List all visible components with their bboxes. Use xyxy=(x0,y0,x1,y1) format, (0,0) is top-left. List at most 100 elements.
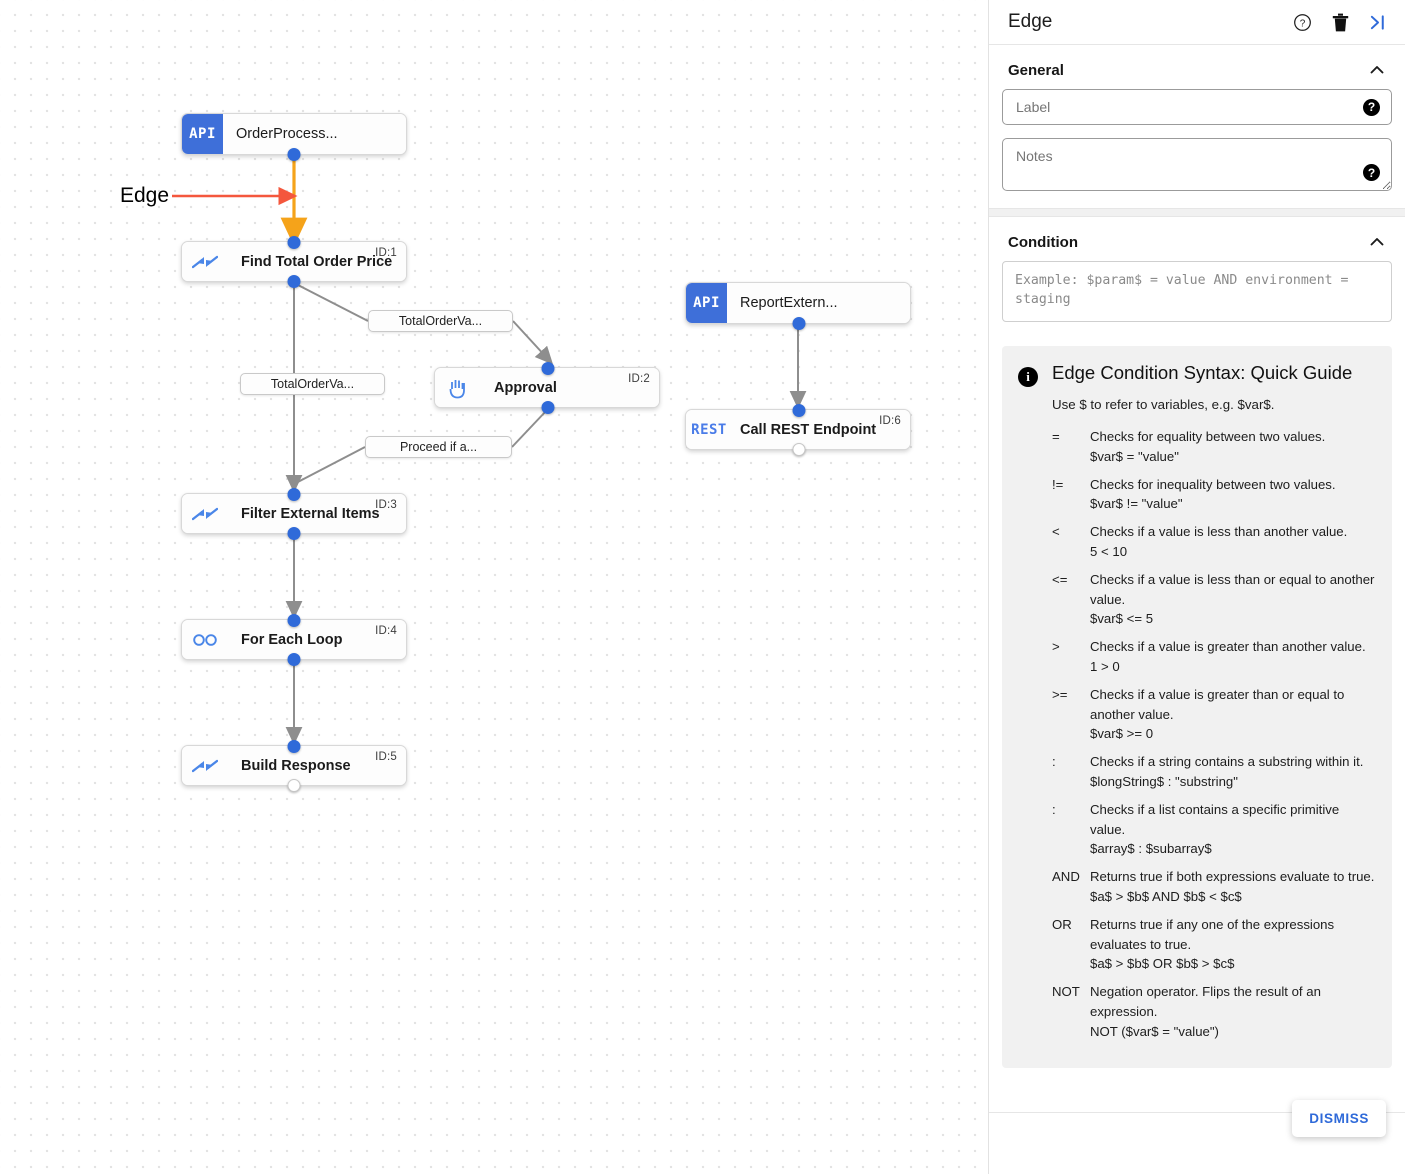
operator-example: 5 < 10 xyxy=(1090,543,1128,559)
operator-description: Checks for inequality between two values… xyxy=(1090,476,1336,492)
node-approval[interactable]: Approval ID:2 xyxy=(434,361,660,414)
label-input[interactable] xyxy=(1002,89,1392,125)
node-orderprocess[interactable]: API OrderProcess... xyxy=(181,113,407,161)
edge-id1-to-label-a xyxy=(293,282,369,322)
hand-icon xyxy=(435,368,481,407)
operator-example: $var$ != "value" xyxy=(1090,496,1183,512)
operator-description: Checks if a value is less than another v… xyxy=(1090,524,1348,540)
operator-symbol: AND xyxy=(1052,869,1080,885)
node-port-top[interactable] xyxy=(541,361,555,375)
panel-footer: DISMISS xyxy=(989,1100,1405,1174)
section-general-title: General xyxy=(1008,61,1064,79)
node-port-bottom[interactable] xyxy=(287,274,301,288)
operator-example: $longString$ : "substring" xyxy=(1090,773,1238,789)
node-port-bottom[interactable] xyxy=(287,147,301,161)
edge-approval-to-label-b xyxy=(511,409,548,448)
operator-description: Checks if a list contains a specific pri… xyxy=(1090,801,1340,837)
help-icon[interactable]: ? xyxy=(1293,13,1312,32)
edge-label[interactable]: TotalOrderVa... xyxy=(368,310,513,332)
condition-field-row xyxy=(989,261,1405,327)
edge-label[interactable]: Proceed if a... xyxy=(365,436,512,458)
merge-arrows-icon xyxy=(182,242,228,281)
operator-symbol: <= xyxy=(1052,571,1068,587)
operator-row: > Checks if a value is greater than anoth… xyxy=(1052,637,1376,677)
panel-body: General ? ? xyxy=(989,45,1405,1112)
operator-example: $var$ <= 5 xyxy=(1090,611,1154,627)
operator-symbol: > xyxy=(1052,639,1060,655)
node-port-top[interactable] xyxy=(287,613,301,627)
node-id: ID:1 xyxy=(375,247,397,259)
section-condition: Condition i Edge Condition Syntax: Quick… xyxy=(989,217,1405,1068)
node-id: ID:6 xyxy=(879,415,901,427)
operator-row: !=Checks for inequality between two valu… xyxy=(1052,475,1376,515)
delete-icon[interactable] xyxy=(1332,13,1349,32)
section-condition-header[interactable]: Condition xyxy=(989,217,1405,261)
edge-annotation-label: Edge xyxy=(120,184,170,207)
operator-example: $var$ = "value" xyxy=(1090,448,1179,464)
edges-layer xyxy=(172,157,807,745)
dismiss-button[interactable]: DISMISS xyxy=(1292,1100,1386,1137)
node-title: For Each Loop xyxy=(241,631,343,648)
operator-description: Checks if a value is greater than anothe… xyxy=(1090,639,1366,655)
chevron-up-icon[interactable] xyxy=(1368,233,1386,251)
operator-row: =Checks for equality between two values.… xyxy=(1052,427,1376,467)
node-find-total-order-price[interactable]: Find Total Order Price ID:1 xyxy=(181,235,407,288)
node-reportexternal[interactable]: API ReportExtern... xyxy=(685,282,911,330)
api-badge: API xyxy=(182,114,223,154)
node-port-top[interactable] xyxy=(287,487,301,501)
notes-field-row: ? xyxy=(989,138,1405,208)
node-port-bottom[interactable] xyxy=(792,442,806,456)
operator-row: >=Checks if a value is greater than or e… xyxy=(1052,685,1376,744)
node-id: ID:2 xyxy=(628,373,650,385)
operator-description: Negation operator. Flips the result of a… xyxy=(1090,984,1321,1019)
operator-example: 1 > 0 xyxy=(1090,658,1120,674)
node-port-bottom[interactable] xyxy=(541,400,555,414)
node-build-response[interactable]: Build Response ID:5 xyxy=(181,739,407,792)
help-icon[interactable]: ? xyxy=(1363,164,1380,181)
operator-example: NOT ($var$ = "value") xyxy=(1090,1023,1219,1039)
operator-row: :Checks if a string contains a substring… xyxy=(1052,752,1376,792)
node-title: ReportExtern... xyxy=(740,295,838,311)
condition-input[interactable] xyxy=(1002,261,1392,322)
node-port-top[interactable] xyxy=(287,235,301,249)
info-icon: i xyxy=(1018,367,1038,387)
node-id: ID:4 xyxy=(375,625,397,637)
node-call-rest-endpoint[interactable]: REST Call REST Endpoint ID:6 xyxy=(685,403,911,456)
section-general-header[interactable]: General xyxy=(989,45,1405,89)
edge-label[interactable]: TotalOrderVa... xyxy=(240,373,385,395)
operator-symbol: = xyxy=(1052,429,1060,444)
node-title: Call REST Endpoint xyxy=(740,421,877,438)
operator-example: $a$ > $b$ AND $b$ < $c$ xyxy=(1090,888,1242,904)
rest-badge: REST xyxy=(691,421,727,438)
operator-symbol: : xyxy=(1052,801,1056,817)
node-port-bottom[interactable] xyxy=(287,526,301,540)
operator-symbol: : xyxy=(1052,754,1056,770)
merge-arrows-icon xyxy=(182,746,228,785)
operator-list: =Checks for equality between two values.… xyxy=(1052,427,1376,1042)
workflow-canvas[interactable]: Edge API OrderProcess... xyxy=(0,0,988,1174)
chevron-up-icon[interactable] xyxy=(1368,61,1386,79)
node-port-bottom[interactable] xyxy=(792,316,806,330)
section-condition-title: Condition xyxy=(1008,233,1078,251)
node-port-top[interactable] xyxy=(287,739,301,753)
svg-text:?: ? xyxy=(1300,18,1306,29)
page-title: Edge xyxy=(1008,11,1053,32)
help-icon[interactable]: ? xyxy=(1363,98,1380,116)
node-filter-external-items[interactable]: Filter External Items ID:3 xyxy=(181,487,407,540)
merge-arrows-icon xyxy=(182,494,228,533)
node-for-each-loop[interactable]: For Each Loop ID:4 xyxy=(181,613,407,666)
node-port-top[interactable] xyxy=(792,403,806,417)
node-port-bottom[interactable] xyxy=(287,778,301,792)
notes-input[interactable] xyxy=(1002,138,1392,191)
operator-symbol: OR xyxy=(1052,916,1072,932)
collapse-panel-icon[interactable] xyxy=(1369,14,1388,31)
guide-subtitle: Use $ to refer to variables, e.g. $var$. xyxy=(1052,397,1275,412)
api-badge: API xyxy=(686,283,727,323)
node-port-bottom[interactable] xyxy=(287,652,301,666)
operator-row: : Checks if a list contains a specific pr… xyxy=(1052,800,1376,859)
node-id: ID:3 xyxy=(375,499,397,511)
node-title: Approval xyxy=(494,379,557,396)
operator-symbol: >= xyxy=(1052,686,1068,702)
